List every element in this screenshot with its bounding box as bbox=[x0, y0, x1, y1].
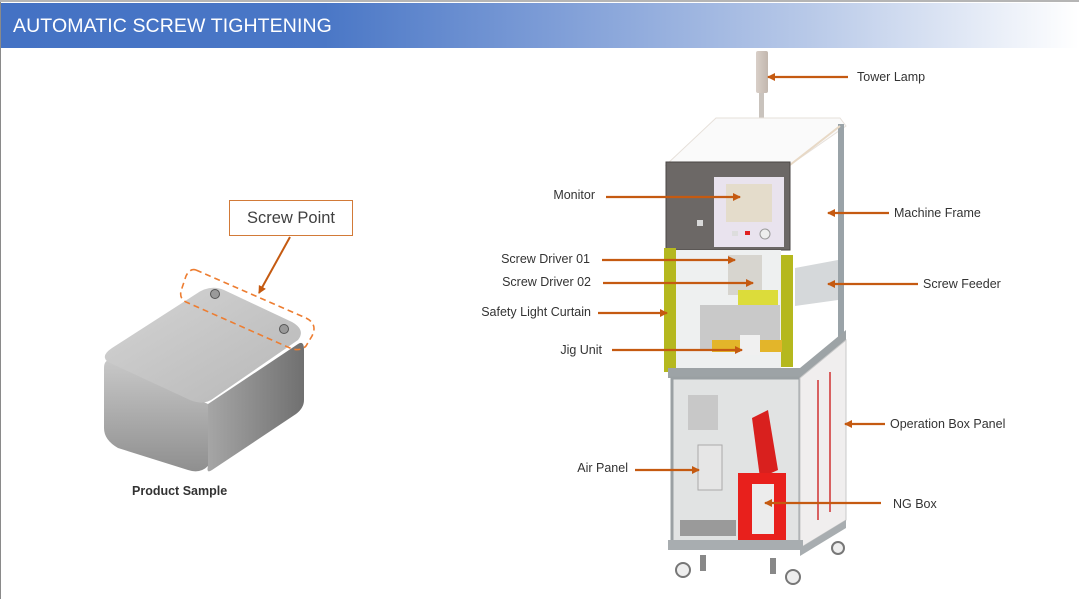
caster bbox=[675, 562, 691, 578]
screw-hole-1 bbox=[210, 289, 220, 299]
product-front-face bbox=[104, 360, 208, 472]
machine-image bbox=[664, 51, 847, 585]
label-monitor: Monitor bbox=[553, 188, 595, 202]
label-operation-box-panel: Operation Box Panel bbox=[890, 417, 1006, 431]
screw-feeder-body bbox=[795, 260, 838, 306]
frame-post-right bbox=[838, 124, 844, 344]
upper-cover bbox=[664, 117, 847, 166]
product-top-face bbox=[104, 287, 301, 403]
label-air-panel: Air Panel bbox=[577, 461, 628, 475]
label-safety-light-curtain: Safety Light Curtain bbox=[481, 305, 591, 319]
label-jig-unit: Jig Unit bbox=[560, 343, 602, 357]
work-table bbox=[668, 330, 846, 378]
title-banner: AUTOMATIC SCREW TIGHTENING bbox=[1, 3, 1079, 48]
label-ng-box: NG Box bbox=[893, 497, 937, 511]
label-screw-driver-01: Screw Driver 01 bbox=[501, 252, 590, 266]
callout-arrows bbox=[598, 73, 918, 507]
screw-point-arrow bbox=[258, 236, 291, 294]
top-border bbox=[0, 0, 1079, 2]
screw-point-highlight bbox=[179, 268, 315, 351]
light-curtain-left bbox=[664, 248, 676, 372]
light-curtain-right bbox=[781, 255, 793, 367]
screw-hole-2 bbox=[279, 324, 289, 334]
monitor-screen bbox=[726, 184, 772, 222]
label-screw-feeder: Screw Feeder bbox=[923, 277, 1001, 291]
label-screw-driver-02: Screw Driver 02 bbox=[502, 275, 591, 289]
left-border bbox=[0, 2, 1, 599]
product-sample-caption: Product Sample bbox=[132, 484, 228, 498]
caster bbox=[785, 569, 801, 585]
page-title: AUTOMATIC SCREW TIGHTENING bbox=[13, 15, 332, 37]
label-machine-frame: Machine Frame bbox=[894, 206, 981, 220]
product-sample-image bbox=[104, 236, 315, 472]
tower-lamp-light bbox=[756, 51, 768, 93]
screw-point-callout: Screw Point bbox=[229, 200, 353, 236]
ng-chute bbox=[752, 410, 778, 478]
product-side-face bbox=[207, 342, 304, 472]
air-regulator bbox=[697, 444, 723, 491]
label-tower-lamp: Tower Lamp bbox=[857, 70, 926, 84]
caster bbox=[831, 541, 845, 555]
